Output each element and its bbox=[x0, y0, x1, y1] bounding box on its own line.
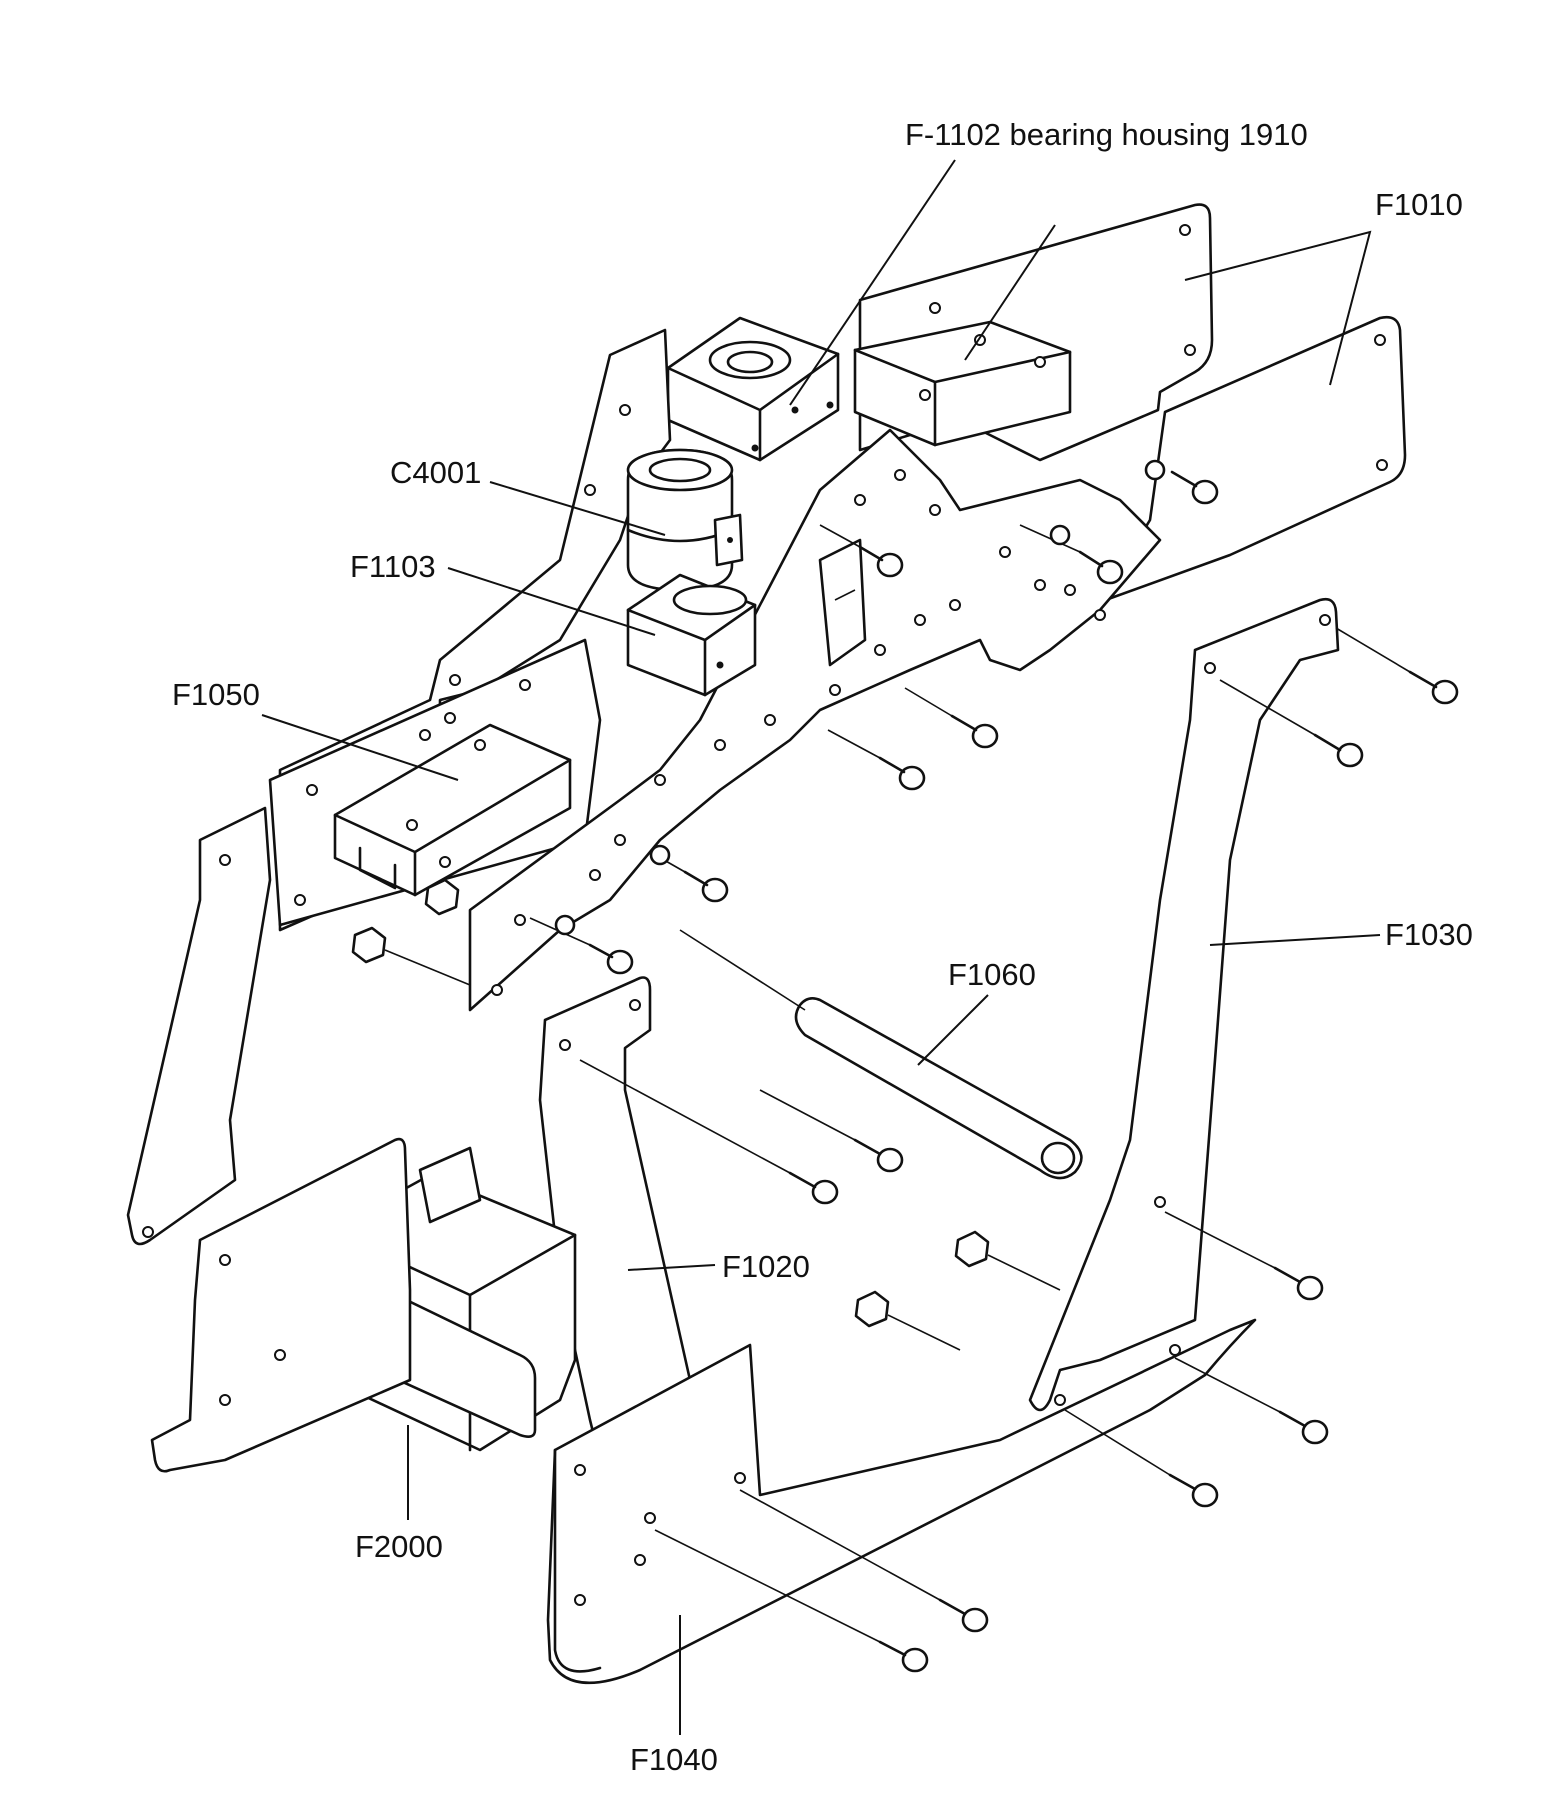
part-f1040-base-plate bbox=[546, 1318, 1257, 1685]
washer-2 bbox=[554, 914, 576, 936]
screw-1 bbox=[1335, 627, 1459, 705]
part-far-left-bracket bbox=[126, 806, 272, 1246]
label-f1040: F1040 bbox=[630, 1742, 718, 1777]
part-bearing-housing-block bbox=[666, 316, 840, 462]
leader-f1060 bbox=[917, 994, 989, 1066]
screw-13 bbox=[1174, 1357, 1329, 1445]
leader-f1010 bbox=[1184, 230, 1372, 386]
screw-3 bbox=[1170, 470, 1219, 505]
screw-15 bbox=[739, 1489, 989, 1633]
part-f1050-channel-bracket bbox=[333, 723, 572, 897]
nut-1 bbox=[351, 926, 471, 986]
leader-f1103 bbox=[447, 567, 656, 636]
part-center-slot-bracket bbox=[818, 538, 867, 667]
part-center-main-plate bbox=[468, 428, 1162, 1012]
label-f1030: F1030 bbox=[1385, 917, 1473, 952]
screw-12 bbox=[1164, 1211, 1324, 1301]
leader-bearing-housing-1 bbox=[789, 159, 956, 406]
part-c4001-coupling bbox=[626, 448, 744, 592]
washer-4 bbox=[1144, 459, 1166, 481]
nut-3 bbox=[954, 1230, 1061, 1291]
label-c4001: C4001 bbox=[390, 455, 481, 490]
leader-lines bbox=[261, 159, 1381, 1735]
leader-f1050 bbox=[261, 714, 459, 781]
nut-2 bbox=[424, 878, 460, 916]
label-f2000: F2000 bbox=[355, 1529, 443, 1564]
callout-labels: F-1102 bearing housing 1910 F1010 C4001 … bbox=[172, 117, 1473, 1777]
leader-f1020 bbox=[627, 1264, 716, 1271]
label-f1060: F1060 bbox=[948, 957, 1036, 992]
screw-4 bbox=[1019, 524, 1124, 585]
screw-16 bbox=[654, 1529, 929, 1673]
screw-6 bbox=[904, 687, 999, 749]
part-f1103-bearing-block bbox=[626, 573, 757, 697]
screw-11 bbox=[579, 1059, 839, 1205]
part-f1010-front-plate bbox=[1098, 315, 1407, 604]
label-f1010: F1010 bbox=[1375, 187, 1463, 222]
washer-1 bbox=[649, 844, 671, 866]
label-f1050: F1050 bbox=[172, 677, 260, 712]
nut-4 bbox=[854, 1290, 961, 1351]
label-bearing-housing: F-1102 bearing housing 1910 bbox=[905, 117, 1308, 152]
screw-2 bbox=[1219, 679, 1364, 768]
screw-7 bbox=[827, 729, 926, 791]
fasteners bbox=[351, 459, 1459, 1673]
screw-10 bbox=[759, 1089, 904, 1173]
part-f1060-shaft bbox=[679, 929, 1083, 1180]
screw-5 bbox=[819, 524, 904, 578]
part-upper-mount-block bbox=[853, 320, 1072, 447]
label-f1020: F1020 bbox=[722, 1249, 810, 1284]
washer-3 bbox=[1049, 524, 1071, 546]
screw-9 bbox=[529, 917, 634, 975]
screw-14 bbox=[1064, 1409, 1219, 1508]
leader-c4001 bbox=[489, 481, 666, 536]
label-f1103: F1103 bbox=[350, 549, 436, 584]
part-bottom-left-bracket bbox=[150, 1137, 412, 1473]
leader-f1030 bbox=[1209, 934, 1381, 946]
leader-bearing-housing-2 bbox=[964, 224, 1056, 361]
